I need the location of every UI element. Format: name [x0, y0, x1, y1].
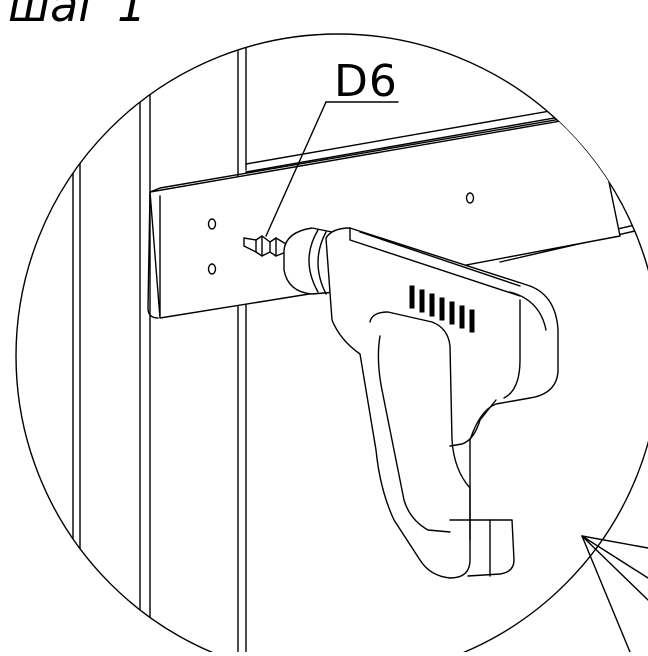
hole	[465, 192, 475, 204]
drill	[283, 227, 559, 579]
callout-leader	[265, 101, 399, 237]
step-title: шаг 1	[8, 0, 147, 32]
detail-circle	[15, 33, 648, 656]
hole	[207, 218, 217, 230]
vent-slots	[409, 285, 475, 333]
detail-projection-lines	[581, 535, 648, 653]
part-label: D6	[334, 56, 398, 107]
hole	[207, 263, 217, 275]
